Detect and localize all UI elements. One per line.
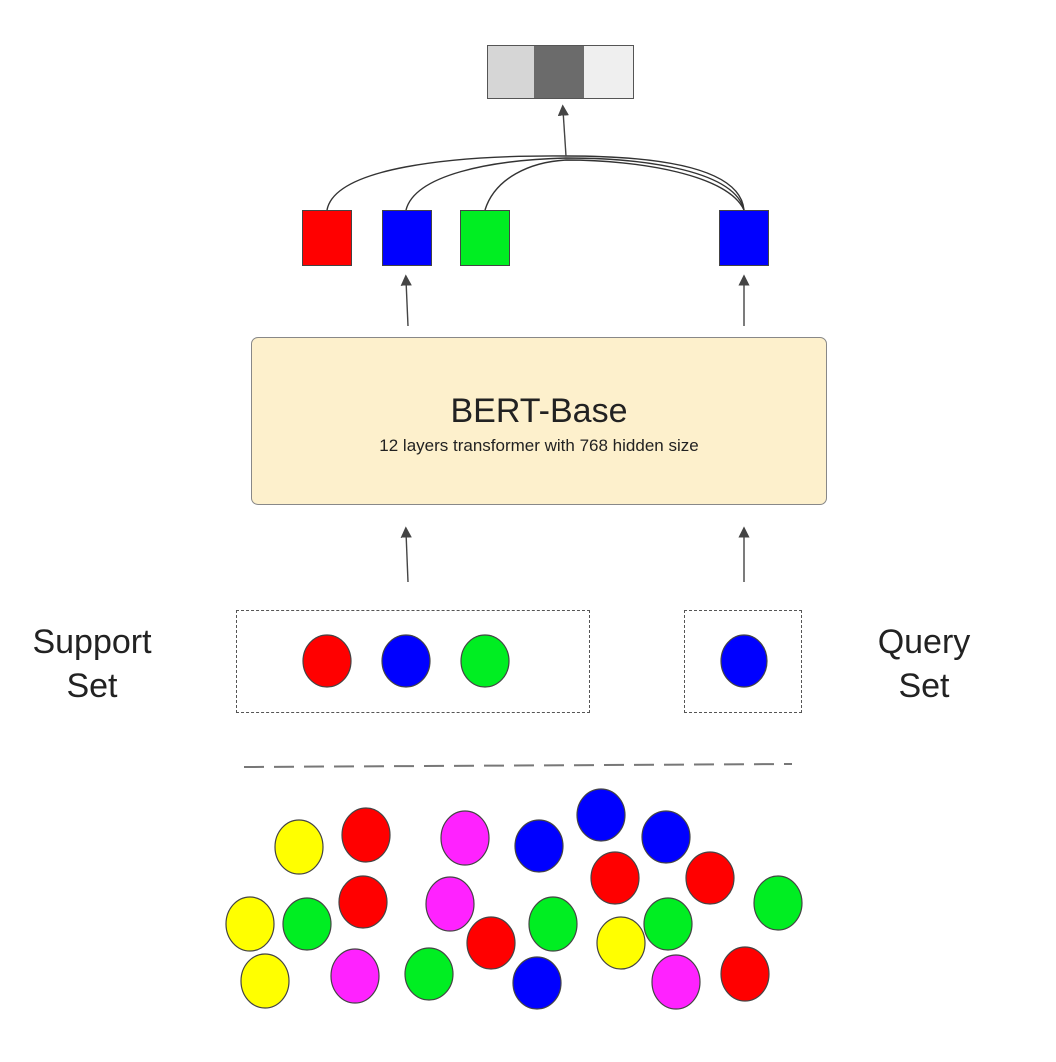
pool-sample [596,916,646,970]
support-embedding-green [460,210,510,266]
pool-sample [330,948,380,1004]
arrow-bert-to-support-embeddings [400,274,412,327]
query-set-label-line1: Query [877,623,971,661]
pool-sample [685,851,735,905]
support-embedding-blue [382,210,432,266]
pool-sample [282,897,332,951]
query-set-label: Query Set [862,620,986,708]
pool-sample [440,810,490,866]
pool-sample [528,896,578,952]
pool-sample [240,953,290,1009]
pool-sample [425,876,475,932]
support-set-label-line1: Support [32,623,152,661]
encoder-title: BERT-Base [450,392,628,430]
query-set-label-line2: Set [898,667,950,705]
pool-sample [512,956,562,1010]
support-sample-red [302,634,352,688]
support-set-box [236,610,590,713]
encoder-subtitle: 12 layers transformer with 768 hidden si… [379,436,699,455]
pool-sample [225,896,275,952]
output-cell-3 [584,46,633,98]
pool-sample [341,807,391,863]
pool-sample [720,946,770,1002]
curve-green-to-query [484,159,745,211]
output-cell-1 [488,46,534,98]
curve-blue-to-query [405,157,745,211]
pool-sample [576,788,626,842]
support-sample-blue [381,634,431,688]
curve-red-to-query [326,155,745,211]
support-sample-green [460,634,510,688]
pool-sample [338,875,388,929]
support-set-label: Support Set [18,620,166,708]
pool-sample [753,875,803,931]
attention-curves [326,155,745,211]
query-embedding-blue [719,210,769,266]
arrow-support-to-bert [400,526,412,583]
pool-sample [274,819,324,875]
query-sample-blue [720,634,768,688]
pool-sample [466,916,516,970]
bert-encoder-box: BERT-Base 12 layers transformer with 768… [251,337,827,505]
pool-sample [590,851,640,905]
query-set-box [684,610,802,713]
pool-sample [641,810,691,864]
pool-sample [643,897,693,951]
pool-sample [651,954,701,1010]
pool-sample [404,947,454,1001]
arrow-to-output [557,104,569,157]
divider-dashed-line [243,763,793,768]
output-bar [487,45,634,99]
sample-pool [225,788,803,1010]
support-set-label-line2: Set [66,667,118,705]
pool-sample [514,819,564,873]
support-embedding-red [302,210,352,266]
output-cell-2 [534,46,584,98]
